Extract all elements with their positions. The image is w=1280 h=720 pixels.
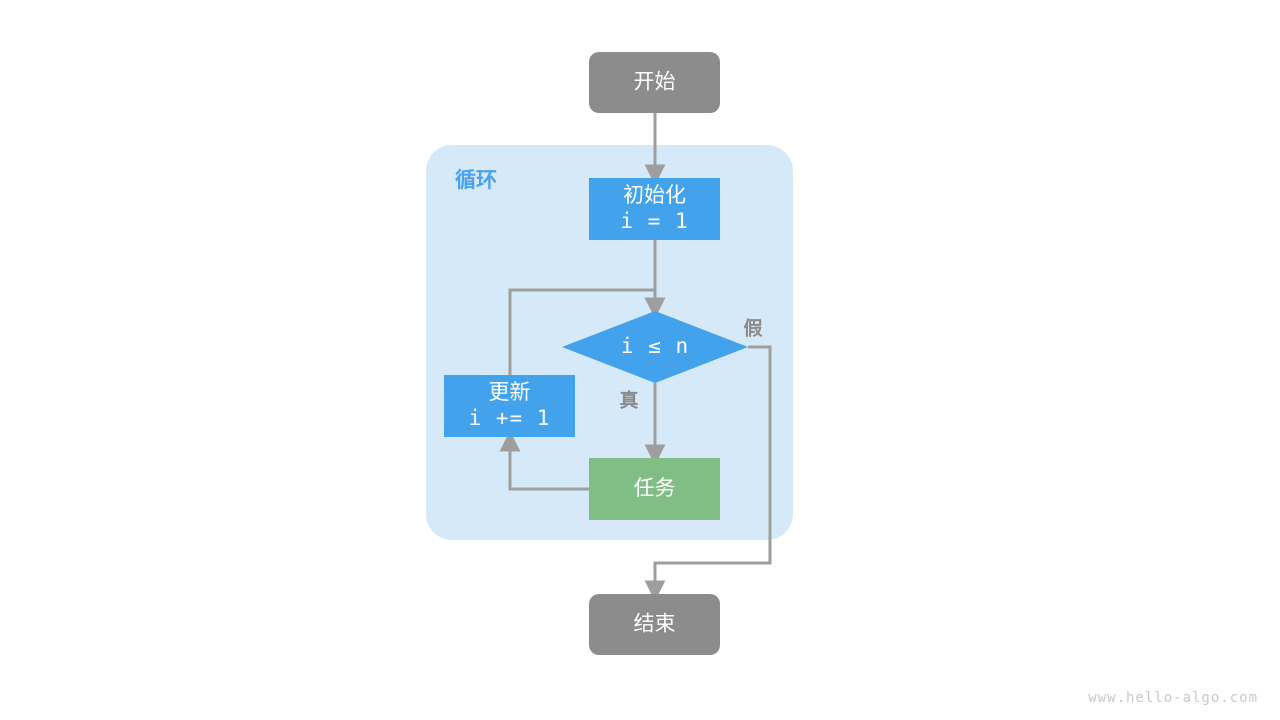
edge-label-true: 真 [619,389,638,412]
edge-update-to-condition [508,288,666,375]
start-node [589,52,720,113]
edge-label-false: 假 [743,317,762,340]
start-node-text-0: 开始 [634,70,676,94]
edge-condition-false-to-end [644,345,772,602]
initialize-node-text-1: i = 1 [620,209,688,233]
end-node [589,594,720,655]
task-node [589,458,720,520]
loop-group-label: 循环 [455,168,497,192]
update-node-text-0: 更新 [489,380,531,404]
update-node-text-1: i += 1 [469,406,551,430]
initialize-node-text-0: 初始化 [623,183,686,207]
end-node-text-0: 结束 [634,612,676,636]
condition-node-text-0: i ≤ n [621,334,689,358]
edge-layer [499,113,772,602]
condition-node [562,311,748,383]
watermark: www.hello-algo.com [1088,690,1258,706]
edge-label-layer: 真假 [619,317,762,412]
edge-task-to-update [499,430,589,491]
initialize-node [589,178,720,240]
update-node [444,375,575,437]
task-node-text-0: 任务 [634,476,676,500]
